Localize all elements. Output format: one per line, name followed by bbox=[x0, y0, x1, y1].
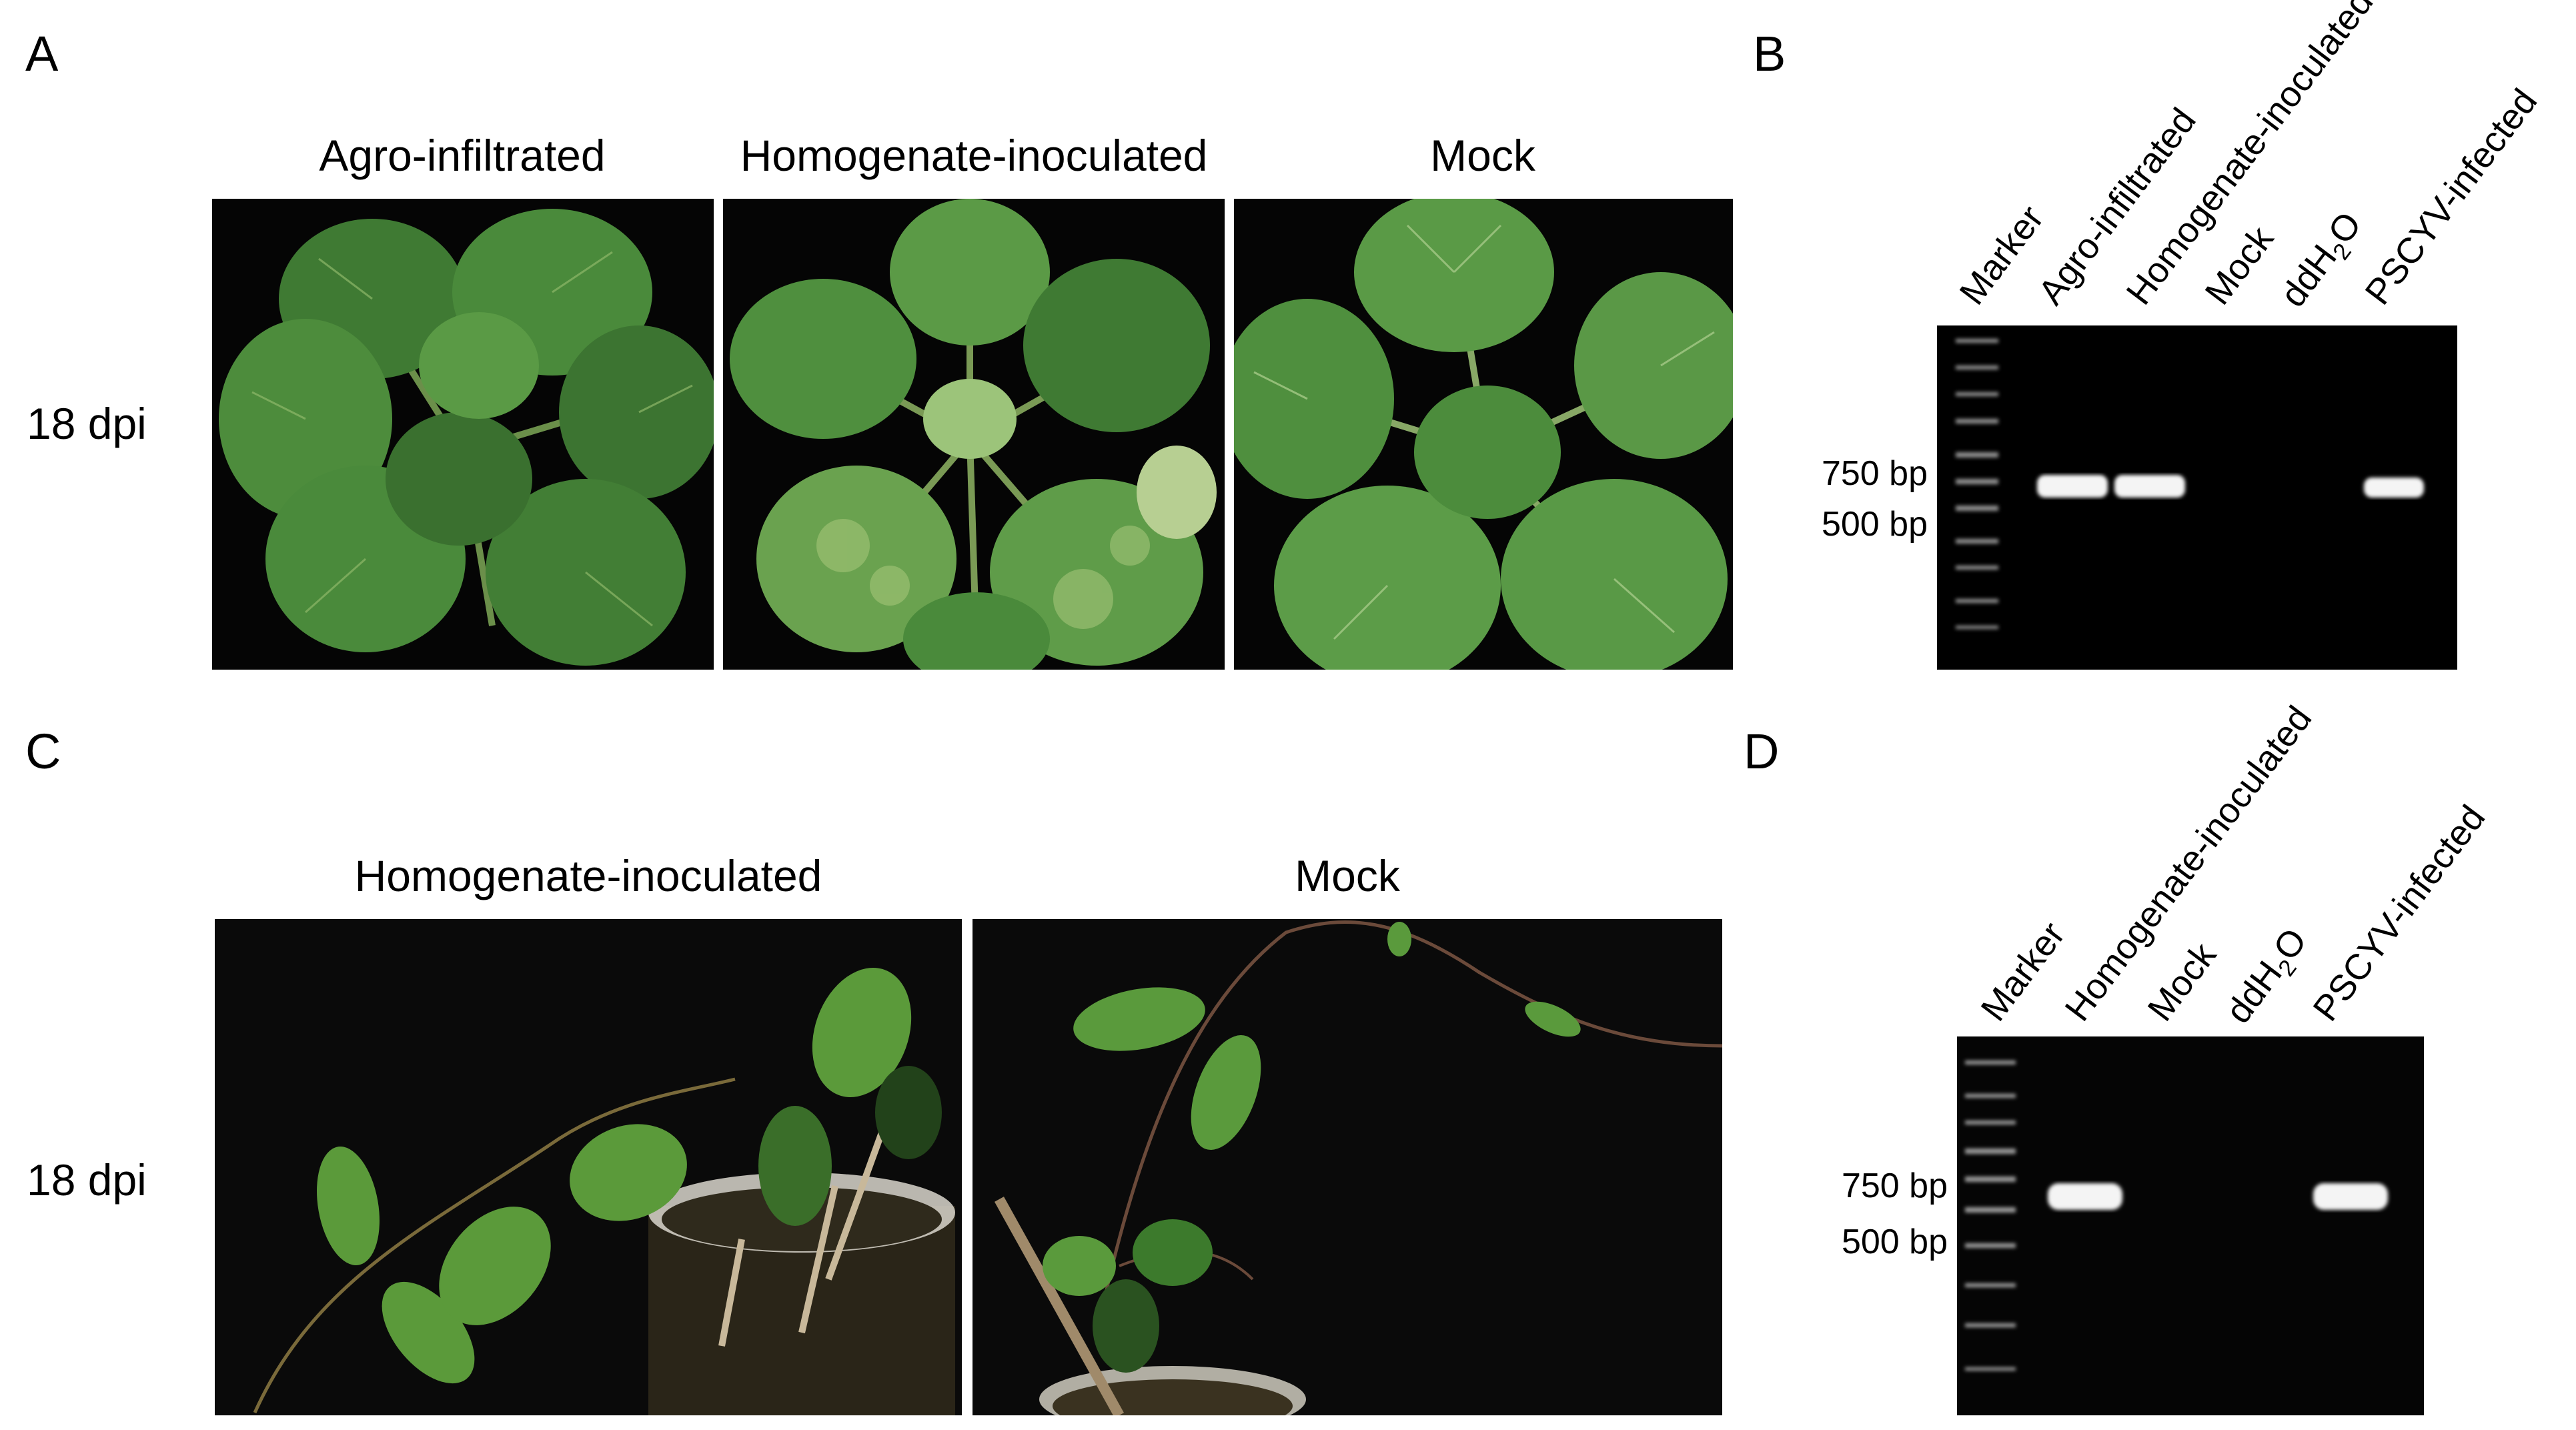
pcr-band-pscyv bbox=[2313, 1183, 2388, 1210]
gel-image-b bbox=[1937, 325, 2457, 670]
marker-band bbox=[1956, 506, 1998, 511]
panel-letter-a: A bbox=[25, 26, 59, 81]
marker-band bbox=[1965, 1121, 2016, 1125]
photo-mock-plant-a bbox=[1234, 199, 1733, 670]
panel-letter-b: B bbox=[1753, 26, 1786, 81]
panel-b-lane-label-mock: Mock bbox=[2197, 219, 2282, 312]
gel-image-d bbox=[1957, 1036, 2424, 1415]
marker-band bbox=[1956, 626, 1998, 629]
plant-illustration-agro bbox=[212, 199, 714, 670]
plant-illustration-mock-c bbox=[973, 919, 1722, 1415]
panel-c-row-label: 18 dpi bbox=[27, 1155, 147, 1205]
panel-a-row-label: 18 dpi bbox=[27, 399, 147, 448]
marker-band bbox=[1965, 1323, 2016, 1327]
panel-a-column-label-3: Mock bbox=[1430, 131, 1535, 180]
panel-letter-d: D bbox=[1744, 724, 1780, 779]
panel-a-column-label-1: Agro-infiltrated bbox=[319, 131, 606, 180]
panel-b-lane-label-ddh2o: ddH2O bbox=[2273, 204, 2369, 315]
panel-d-lane-label-marker: Marker bbox=[1973, 914, 2073, 1028]
plant-illustration-mock-a bbox=[1234, 199, 1733, 670]
panel-c-column-label-1: Homogenate-inoculated bbox=[354, 851, 822, 900]
panel-b-lane-label-marker: Marker bbox=[1952, 198, 2052, 312]
plant-illustration-homogenate-c bbox=[215, 919, 962, 1415]
marker-band bbox=[1965, 1149, 2016, 1154]
marker-band bbox=[1965, 1283, 2016, 1287]
marker-band bbox=[1956, 566, 1998, 570]
marker-band bbox=[1956, 452, 1998, 458]
marker-band bbox=[1956, 339, 1998, 343]
marker-band bbox=[1965, 1094, 2016, 1098]
plant-illustration-homogenate-a bbox=[723, 199, 1225, 670]
gel-illustration-d bbox=[1957, 1036, 2424, 1415]
marker-band bbox=[1965, 1177, 2016, 1182]
panel-a-column-label-2: Homogenate-inoculated bbox=[740, 131, 1208, 180]
panel-d-lane-label-mock: Mock bbox=[2140, 935, 2224, 1028]
panel-d-size-label-750: 750 bp bbox=[1841, 1167, 1948, 1205]
pcr-band-homogenate bbox=[2048, 1183, 2122, 1210]
photo-homogenate-inoculated-plant-c bbox=[215, 919, 962, 1415]
photo-agro-infiltrated-plant bbox=[212, 199, 714, 670]
panel-letter-c: C bbox=[25, 724, 61, 779]
marker-band bbox=[1965, 1243, 2016, 1248]
panel-d-lane-label-ddh2o: ddH2O bbox=[2218, 920, 2315, 1031]
pcr-band-agro bbox=[2037, 475, 2108, 498]
panel-b-size-label-750: 750 bp bbox=[1821, 454, 1928, 493]
panel-b-size-label-500: 500 bp bbox=[1821, 505, 1928, 544]
marker-band bbox=[1965, 1060, 2016, 1064]
photo-homogenate-inoculated-plant-a bbox=[723, 199, 1225, 670]
marker-band bbox=[1956, 599, 1998, 603]
marker-band bbox=[1956, 479, 1998, 484]
panel-b-lane-label-agro: Agro-infiltrated bbox=[2030, 101, 2204, 312]
marker-band bbox=[1956, 366, 1998, 370]
panel-c-column-label-2: Mock bbox=[1295, 851, 1400, 900]
marker-band bbox=[1956, 392, 1998, 396]
photo-mock-plant-c bbox=[973, 919, 1722, 1415]
panel-d-lane-label-pscyv: PSCYV-infected bbox=[2305, 798, 2493, 1028]
pcr-band-homogenate bbox=[2114, 475, 2185, 498]
panel-d-size-label-500: 500 bp bbox=[1841, 1223, 1948, 1261]
marker-band bbox=[1965, 1207, 2016, 1213]
marker-band bbox=[1956, 419, 1998, 424]
gel-illustration-b bbox=[1937, 325, 2457, 670]
pcr-band-pscyv bbox=[2364, 478, 2424, 498]
panel-b-lane-label-pscyv: PSCYV-infected bbox=[2357, 81, 2545, 312]
marker-band bbox=[1965, 1367, 2016, 1371]
marker-band bbox=[1956, 539, 1998, 544]
